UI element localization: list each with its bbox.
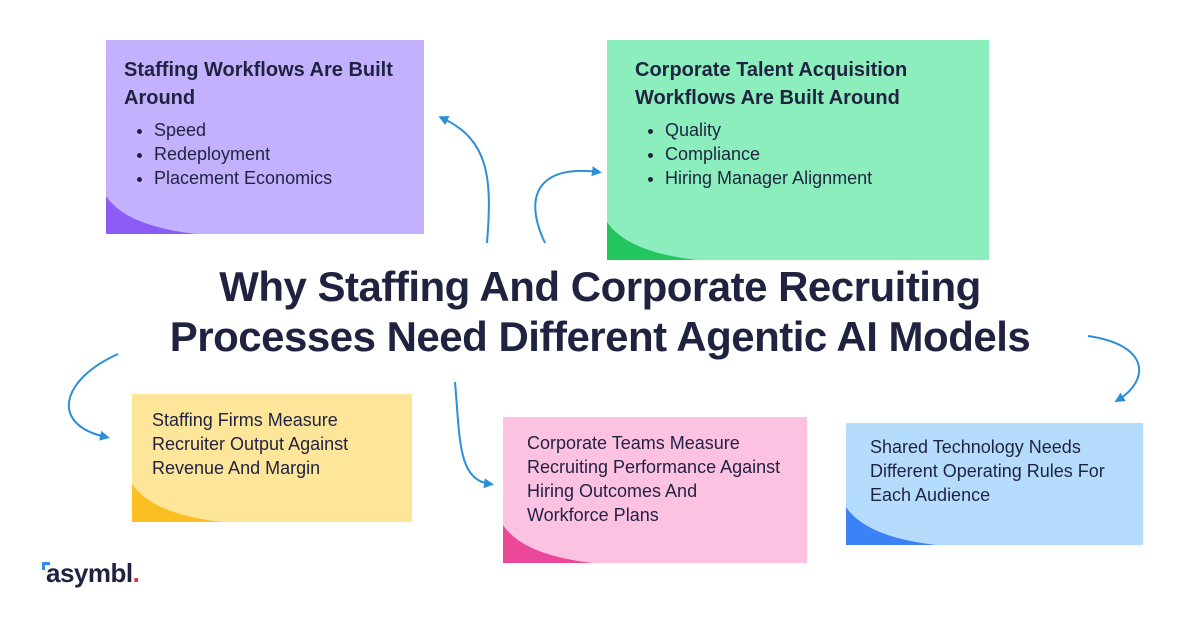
logo-dot: . <box>132 558 140 588</box>
arrow-to-staffing <box>438 115 490 244</box>
title-line-1: Why Staffing And Corporate Recruiting <box>219 263 981 310</box>
corporate-workflows-list: Quality Compliance Hiring Manager Alignm… <box>635 118 961 190</box>
logo-text: asymbl <box>46 558 133 588</box>
arrow-to-corporate <box>534 166 602 244</box>
corporate-workflows-heading: Corporate Talent Acquisition Workflows A… <box>635 59 908 109</box>
shared-technology-text: Shared Technology Needs Different Operat… <box>870 437 1105 505</box>
corporate-workflows-note: Corporate Talent Acquisition Workflows A… <box>607 40 989 260</box>
page-title: Why Staffing And Corporate Recruiting Pr… <box>0 262 1200 362</box>
page-curl <box>106 196 196 234</box>
page-curl <box>846 507 936 545</box>
staffing-workflows-heading: Staffing Workflows Are Built Around <box>124 59 393 109</box>
logo-mark-icon <box>42 562 50 570</box>
title-line-2: Processes Need Different Agentic AI Mode… <box>169 313 1031 360</box>
staffing-workflows-list: Speed Redeployment Placement Economics <box>124 118 406 190</box>
list-item: Hiring Manager Alignment <box>665 166 961 190</box>
staffing-measure-text: Staffing Firms Measure Recruiter Output … <box>152 410 349 478</box>
arrow-to-corporate-measure <box>454 381 494 489</box>
list-item: Compliance <box>665 142 961 166</box>
shared-technology-note: Shared Technology Needs Different Operat… <box>846 423 1143 545</box>
corporate-measure-text: Corporate Teams Measure Recruiting Perfo… <box>527 433 781 525</box>
list-item: Placement Economics <box>154 166 406 190</box>
list-item: Redeployment <box>154 142 406 166</box>
asymbl-logo: asymbl. <box>42 558 140 589</box>
arrow-to-staffing-measure <box>67 353 119 441</box>
list-item: Speed <box>154 118 406 142</box>
page-curl <box>132 484 222 522</box>
list-item: Quality <box>665 118 961 142</box>
staffing-workflows-note: Staffing Workflows Are Built Around Spee… <box>106 40 424 234</box>
corporate-measure-note: Corporate Teams Measure Recruiting Perfo… <box>503 417 807 563</box>
staffing-measure-note: Staffing Firms Measure Recruiter Output … <box>132 394 412 522</box>
page-curl <box>503 525 593 563</box>
page-curl <box>607 222 697 260</box>
